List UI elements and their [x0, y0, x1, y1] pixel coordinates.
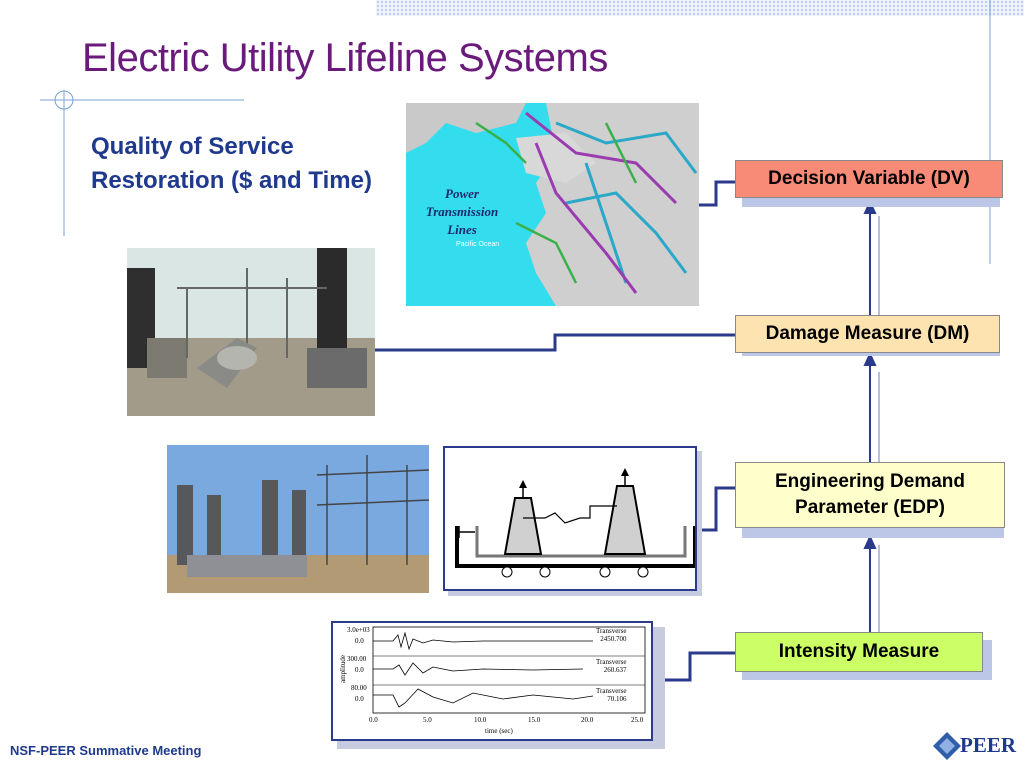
equipment-model-diagram [443, 446, 697, 591]
trace-2-label: Transverse 260.637 [596, 658, 626, 674]
substation-equipment-icon [167, 445, 430, 593]
xtick-4: 20.0 [581, 716, 594, 724]
trace-1-yzero: 0.0 [355, 637, 364, 645]
subtitle-line-2: Restoration ($ and Time) [91, 167, 372, 194]
xtick-0: 0.0 [369, 716, 378, 724]
slide-title: Electric Utility Lifeline Systems [82, 36, 608, 80]
trace-1-name: Transverse [596, 627, 627, 635]
intensity-measure-box: Intensity Measure [735, 632, 983, 672]
trace-1-label: Transverse 2450.700 [596, 627, 626, 643]
edp-line-2: Parameter (EDP) [795, 497, 945, 518]
trace-2-peak: 260.637 [603, 666, 627, 674]
footer-text: NSF-PEER Summative Meeting [10, 743, 202, 758]
substation-photo [167, 445, 430, 593]
trace-3-name: Transverse [596, 687, 627, 695]
trace-1-ymax: 3.0e+03 [347, 626, 370, 634]
xtick-1: 5.0 [423, 716, 432, 724]
engineering-demand-parameter-box: Engineering Demand Parameter (EDP) [735, 462, 1005, 528]
trace-1-peak: 2450.700 [600, 635, 627, 643]
slide-subtitle: Quality of Service Restoration ($ and Ti… [91, 130, 372, 198]
trace-3-peak: 70.106 [607, 695, 627, 703]
xtick-2: 10.0 [474, 716, 487, 724]
map-label-line-2: Transmission [425, 204, 499, 219]
xtick-3: 15.0 [528, 716, 541, 724]
edp-line-1: Engineering Demand [774, 471, 966, 492]
map-ocean-label: Pacific Ocean [456, 241, 500, 248]
damaged-substation-photo [127, 248, 375, 416]
header-pattern-band [376, 0, 1024, 16]
trace-3-ymax: 80.00 [351, 684, 367, 692]
bay-area-map-icon [406, 103, 699, 306]
damage-measure-box: Damage Measure (DM) [735, 315, 1000, 353]
trace-2-ymax: 300.00 [347, 655, 367, 663]
transmission-map-image: Power Transmission Lines Pacific Ocean [406, 103, 699, 306]
structural-model-icon [455, 468, 697, 578]
trace-3-yzero: 0.0 [355, 695, 364, 703]
seismogram-traces-icon [372, 626, 646, 714]
seismogram-plot: amplitude 3.0e+03 0.0 300.00 0.0 80.00 0… [331, 621, 653, 741]
seismogram-xlabel: time (sec) [485, 727, 513, 735]
trace-2-name: Transverse [596, 658, 627, 666]
map-label-line-3: Lines [447, 222, 477, 237]
map-label-line-1: Power [445, 186, 479, 201]
map-label: Power Transmission Lines [414, 185, 510, 239]
trace-3-label: Transverse 70.106 [596, 687, 626, 703]
peer-logo-text: PEER [960, 733, 1017, 757]
subtitle-line-1: Quality of Service [91, 133, 294, 160]
xtick-5: 25.0 [631, 716, 644, 724]
decision-variable-box: Decision Variable (DV) [735, 160, 1003, 198]
trace-2-yzero: 0.0 [355, 666, 364, 674]
seismogram-ylabel: amplitude [339, 655, 347, 683]
peer-logo-icon [933, 732, 961, 760]
substation-damage-icon [127, 248, 375, 416]
